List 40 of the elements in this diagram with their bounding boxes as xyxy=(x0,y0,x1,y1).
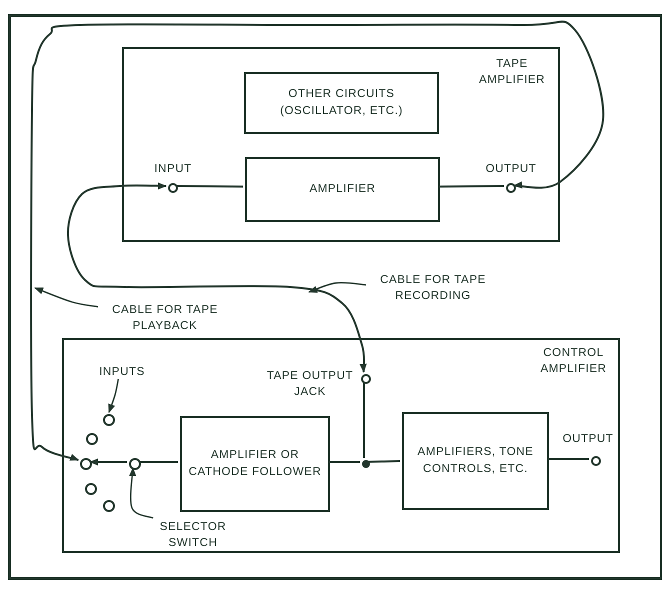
leader-line xyxy=(128,467,154,519)
terminal-jack xyxy=(591,456,601,466)
callout-text: CABLE FOR TAPE PLAYBACK xyxy=(98,303,232,335)
circuit-block: AMPLIFIER OR CATHODE FOLLOWER xyxy=(180,416,330,512)
switch-contact xyxy=(85,483,97,495)
signal-line xyxy=(363,382,365,458)
terminal-jack xyxy=(361,374,371,384)
switch-contact xyxy=(103,500,115,512)
signal-line xyxy=(328,461,360,463)
callout-text: CABLE FOR TAPE RECORDING xyxy=(366,273,500,305)
amplifier-panel xyxy=(122,47,560,242)
switch-contact xyxy=(80,458,92,470)
cable xyxy=(67,182,368,373)
circuit-block: AMPLIFIER xyxy=(245,157,440,222)
circuit-block: AMPLIFIERS, TONE CONTROLS, ETC. xyxy=(402,412,549,510)
callout-text: INPUTS xyxy=(92,365,152,381)
signal-line xyxy=(368,460,400,463)
switch-arm xyxy=(89,458,127,466)
terminal-label: INPUT xyxy=(153,162,193,177)
terminal-label: OUTPUT xyxy=(484,162,538,177)
amplifier-panel xyxy=(62,338,620,553)
callout-text: SELECTOR SWITCH xyxy=(150,520,236,556)
terminal-label: TAPE OUTPUT JACK xyxy=(266,369,354,400)
terminal-jack xyxy=(506,183,516,193)
switch-contact xyxy=(103,414,115,426)
leader-line xyxy=(108,378,119,414)
switch-contact xyxy=(86,433,98,445)
signal-line xyxy=(547,458,589,460)
leader-line xyxy=(34,287,98,308)
signal-line xyxy=(139,461,178,463)
panel-title: TAPE AMPLIFIER xyxy=(478,57,546,88)
cable xyxy=(30,22,604,461)
terminal-jack xyxy=(168,183,178,193)
junction-dot xyxy=(362,460,370,468)
signal-line xyxy=(176,185,244,188)
circuit-block: OTHER CIRCUITS (OSCILLATOR, ETC.) xyxy=(244,72,439,134)
panel-title: CONTROL AMPLIFIER xyxy=(539,346,608,377)
leader-line xyxy=(308,282,366,293)
terminal-label: OUTPUT xyxy=(562,432,614,447)
switch-contact xyxy=(129,458,141,470)
